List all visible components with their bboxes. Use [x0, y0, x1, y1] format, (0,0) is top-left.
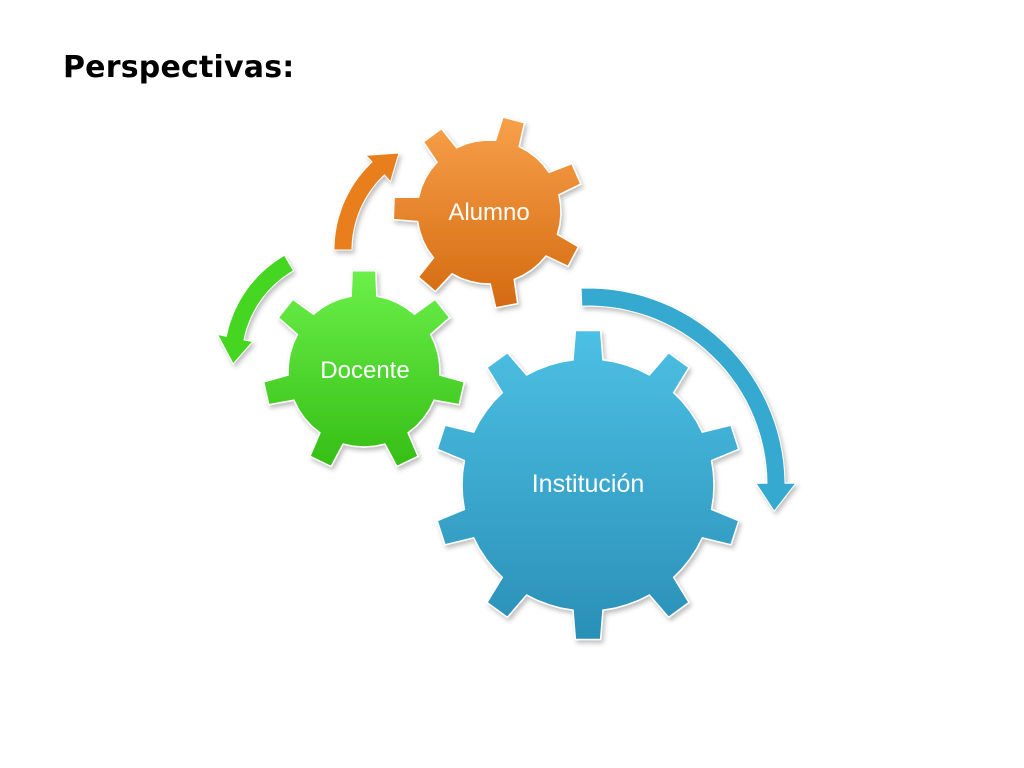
slide-title: Perspectivas:: [63, 50, 295, 85]
green-arrow: [216, 254, 295, 365]
docente-label: Docente: [320, 357, 409, 384]
orange-arrow: [333, 152, 400, 251]
docente-gear: [262, 269, 466, 468]
alumno-gear: [392, 116, 582, 309]
institucion-label: Institución: [532, 470, 645, 498]
institucion-gear: [436, 329, 740, 641]
alumno-label: Alumno: [448, 199, 529, 226]
blue-arrow: [580, 287, 798, 513]
